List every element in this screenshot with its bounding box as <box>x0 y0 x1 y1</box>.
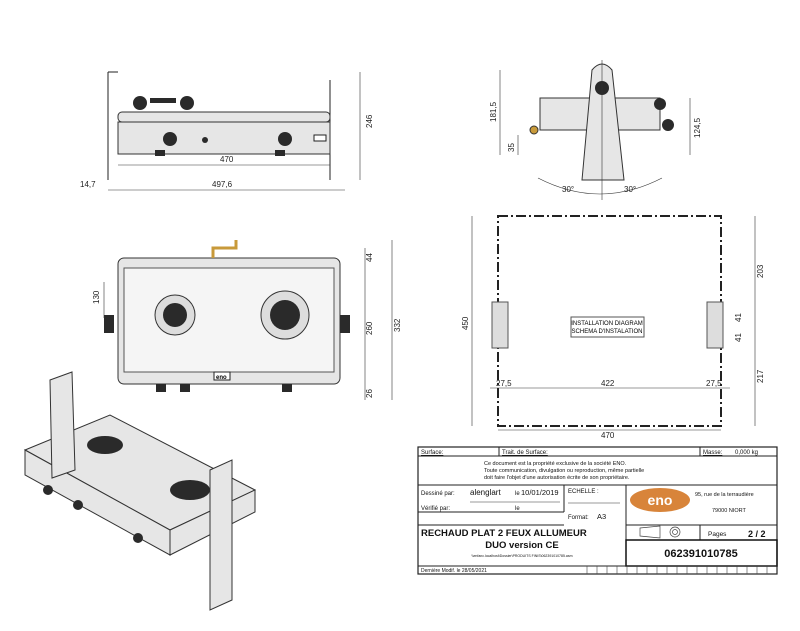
dim-130: 130 <box>92 290 101 304</box>
drawn-by-label: Dessiné par: <box>421 491 455 497</box>
mass-value: 0,000 kg <box>735 450 758 456</box>
drawn-date: 10/01/2019 <box>521 488 559 497</box>
dim-260: 260 <box>365 321 374 335</box>
pages-value: 2 / 2 <box>748 529 766 539</box>
installation-label-en: INSTALLATION DIAGRAM <box>571 321 642 327</box>
checked-by-label: Vérifié par: <box>421 506 450 512</box>
drawn-by: alenglart <box>470 488 501 497</box>
address-line-1: 95, rue de la terraudière <box>695 492 754 498</box>
surface-label: Surface: <box>421 450 444 456</box>
dim-450: 450 <box>461 316 470 330</box>
title-line-1: RECHAUD PLAT 2 FEUX ALLUMEUR <box>421 528 587 539</box>
drawn-date-label: le <box>515 491 520 497</box>
title-block: Surface: Trait. de Surface: Masse: 0,000… <box>417 446 778 575</box>
treatment-label: Trait. de Surface: <box>502 450 548 456</box>
dim-44: 44 <box>365 253 374 262</box>
eno-logo-text: eno <box>648 492 673 508</box>
last-modified: Dernière Modif. le 28/05/2021 <box>421 568 487 574</box>
checked-date-label: le <box>515 506 520 512</box>
part-number: 062391010785 <box>664 548 737 560</box>
notice-line-3: doit faire l'objet d'une autorisation éc… <box>484 475 630 481</box>
dim-41-a: 41 <box>734 313 743 322</box>
dim-181-5: 181,5 <box>489 101 498 122</box>
installation-diagram: INSTALLATION DIAGRAM SCHEMA D'INSTALATIO… <box>461 215 765 440</box>
dim-14-7: 14,7 <box>80 180 96 189</box>
notice-line-1: Ce document est la propriété exclusive d… <box>484 461 627 467</box>
format-value: A3 <box>597 512 606 521</box>
notice-line-2: Toute communication, divulgation ou repr… <box>484 468 644 474</box>
dim-203: 203 <box>756 264 765 278</box>
dim-41-b: 41 <box>734 333 743 342</box>
angle-left: 30° <box>562 185 574 194</box>
dim-124-5: 124,5 <box>693 117 702 138</box>
isometric-view <box>23 371 257 611</box>
dim-246: 246 <box>365 114 374 128</box>
projection-circle-icon <box>669 526 681 538</box>
dim-35: 35 <box>507 143 516 152</box>
dim-27-5-right: 27,5 <box>706 379 722 388</box>
projection-cone-icon <box>639 525 661 539</box>
pages-label: Pages <box>708 531 727 538</box>
side-view: 181,5 35 124,5 30° 30° <box>489 60 702 200</box>
dim-27-5-left: 27,5 <box>496 379 512 388</box>
installation-label-fr: SCHEMA D'INSTALATION <box>572 329 643 335</box>
dim-470: 470 <box>220 155 234 164</box>
mass-label: Masse: <box>703 450 723 456</box>
dim-422: 422 <box>601 379 615 388</box>
top-view-logo: eno <box>216 375 227 381</box>
scale-label: ECHELLE : <box>568 489 599 495</box>
dim-497-6: 497,6 <box>212 180 233 189</box>
title-line-2: DUO version CE <box>485 540 558 551</box>
format-label: Format: <box>568 515 589 521</box>
front-view: 470 497,6 14,7 246 <box>80 71 374 191</box>
dim-26: 26 <box>365 389 374 398</box>
address-line-2: 79000 NIORT <box>712 508 746 514</box>
dim-332: 332 <box>393 318 402 332</box>
angle-right: 30° <box>624 185 636 194</box>
top-view: eno 130 44 260 26 332 <box>92 240 402 400</box>
file-path: \\enfanc.localhost\Dossier\PRODUITS FINI… <box>472 554 573 558</box>
dim-217: 217 <box>756 369 765 383</box>
dim-470-install: 470 <box>601 431 615 440</box>
eno-logo <box>630 488 690 512</box>
